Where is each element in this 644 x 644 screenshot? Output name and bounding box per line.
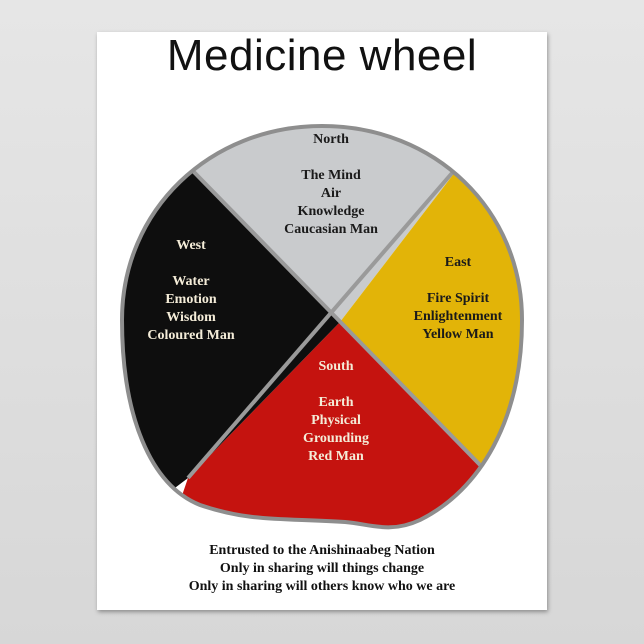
divider-line [186,148,474,480]
north-direction: North [313,132,349,147]
south-line: Physical [311,413,361,428]
north-line: Air [320,186,342,201]
north-line: The Mind [301,168,361,183]
caption-line: Only in sharing will things change [219,561,425,576]
south-direction: South [318,359,354,374]
wheel-rim [119,123,525,530]
west-line: Emotion [165,292,217,307]
caption-line: Entrusted to the Anishinaabeg Nation [209,543,435,558]
north-line: Caucasian Man [284,222,378,237]
north-line: Knowledge [297,204,365,219]
east-line: Enlightenment [413,309,503,324]
north-label: North The Mind Air Knowledge Caucasian M… [284,131,378,239]
caption-line: Only in sharing will others know who we … [188,579,456,594]
divider-line [188,166,487,472]
east-line: Fire Spirit [426,291,490,306]
west-line: Water [172,274,210,289]
east-direction: East [444,255,472,270]
caption: Entrusted to the Anishinaabeg Nation Onl… [0,542,644,596]
south-line: Red Man [308,449,364,464]
east-line: Yellow Man [422,327,494,342]
south-quadrant [160,322,485,528]
west-label: West Water Emotion Wisdom Coloured Man [147,237,234,345]
west-line: Coloured Man [147,328,235,343]
west-direction: West [176,238,206,253]
south-line: Grounding [303,431,369,446]
west-line: Wisdom [166,310,216,325]
east-label: East Fire Spirit Enlightenment Yellow Ma… [414,254,503,344]
south-line: Earth [318,395,354,410]
south-label: South Earth Physical Grounding Red Man [303,358,369,466]
page-title: Medicine wheel [166,31,478,80]
